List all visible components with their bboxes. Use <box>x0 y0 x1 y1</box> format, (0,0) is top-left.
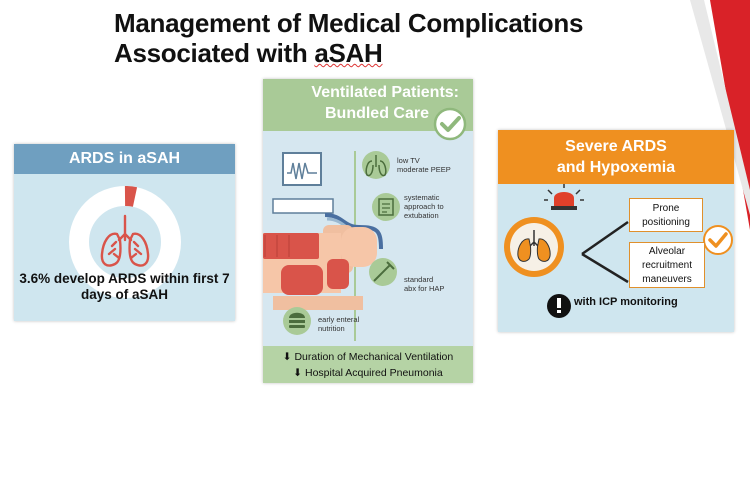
care-item-2: systematic approach to extubation <box>404 193 444 220</box>
ventilated-header-line-1: Ventilated Patients: <box>311 84 459 101</box>
icp-monitoring-note: with ICP monitoring <box>574 296 678 308</box>
ventilator-icon <box>272 152 383 250</box>
page-title: Management of Medical Complications Asso… <box>114 8 674 68</box>
title-line-2-prefix: Associated with <box>114 38 315 68</box>
option-2-line-2: recruitment <box>641 260 692 271</box>
care-item-2-line-3: extubation <box>404 211 439 220</box>
ventilated-panel-header: Ventilated Patients: Bundled Care <box>263 79 473 131</box>
severe-ards-illustration <box>504 184 733 318</box>
care-item-1-line-2: moderate PEEP <box>397 165 451 174</box>
outcome-hap: ⬇ Hospital Acquired Pneumonia <box>293 367 443 379</box>
ards-panel: ARDS in aSAH 3.6% develop ARDS within fi… <box>14 144 235 321</box>
lungs-icon <box>504 217 564 277</box>
option-1-line-1: Prone <box>652 203 680 214</box>
ventilated-header-line-2: Bundled Care <box>324 105 429 122</box>
patient-figure <box>263 225 377 310</box>
ventilated-patient-illustration <box>263 151 400 341</box>
lungs-donut-graphic <box>69 186 181 298</box>
option-1-line-2: positioning <box>642 217 690 228</box>
severe-ards-header: Severe ARDS and Hypoxemia <box>498 130 734 184</box>
option-2-line-3: maneuvers <box>642 274 692 285</box>
warning-icon <box>547 294 571 318</box>
option-2-line-1: Alveolar <box>648 246 686 257</box>
care-item-4-line-2: nutrition <box>318 324 345 333</box>
care-item-1-line-1: low TV <box>397 156 420 165</box>
title-line-2: Associated with aSAH <box>114 38 674 68</box>
care-item-4: early enteral nutrition <box>318 315 359 333</box>
severe-header-line-2: and Hypoxemia <box>556 159 676 176</box>
checkmark-icon <box>433 107 467 141</box>
checkmark-icon <box>703 225 733 255</box>
syringe-icon <box>369 258 397 286</box>
care-item-3: standard abx for HAP <box>404 275 444 293</box>
option-prone-positioning: Prone positioning <box>629 198 703 232</box>
lungs-icon <box>100 214 150 267</box>
alarm-icon <box>544 184 584 210</box>
care-item-1: low TV moderate PEEP <box>397 156 451 174</box>
care-item-2-line-1: systematic <box>404 193 440 202</box>
ards-statistic: 3.6% develop ARDS within first 7 days of… <box>19 271 230 302</box>
severe-ards-panel: Severe ARDS and Hypoxemia <box>498 130 734 332</box>
burger-icon <box>283 307 311 335</box>
corner-decoration <box>690 0 750 230</box>
care-item-3-line-2: abx for HAP <box>404 284 445 293</box>
clipboard-icon <box>372 193 400 221</box>
ards-panel-header: ARDS in aSAH <box>14 144 235 174</box>
ventilated-panel: Ventilated Patients: Bundled Care <box>263 79 473 383</box>
title-line-1: Management of Medical Complications <box>114 8 584 38</box>
lungs-icon <box>362 151 390 179</box>
option-alveolar-recruitment: Alveolar recruitment maneuvers <box>629 242 705 288</box>
title-asah-term: aSAH <box>314 38 383 68</box>
care-item-2-line-2: approach to <box>404 202 444 211</box>
care-item-3-line-1: standard <box>404 275 434 284</box>
care-item-4-line-1: early enteral <box>318 315 360 324</box>
severe-header-line-1: Severe ARDS <box>565 138 667 155</box>
outcome-ventilation-duration: ⬇ Duration of Mechanical Ventilation <box>282 351 454 363</box>
ventilated-panel-footer: ⬇ Duration of Mechanical Ventilation ⬇ H… <box>263 346 473 383</box>
